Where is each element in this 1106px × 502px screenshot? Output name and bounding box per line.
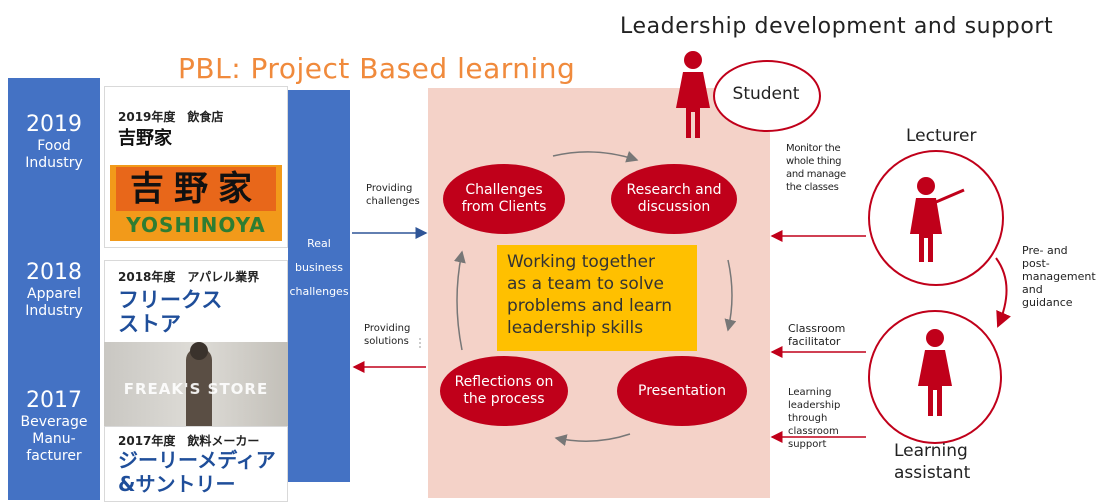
industry-label: Apparel — [27, 286, 81, 302]
client-name-line: &サントリー — [118, 472, 236, 496]
client-card-beverage: 2017年度 飲料メーカー ジーリーメディア &サントリー — [104, 426, 288, 502]
providing-challenges-label: Providing challenges — [366, 183, 420, 207]
student-label: Student — [732, 84, 800, 104]
client-name-line: フリークス — [118, 288, 223, 312]
client-name-line: ジーリーメディア — [118, 448, 276, 472]
year-2018: 2018 Apparel Industry — [8, 260, 100, 320]
industry-label: Beverage — [20, 414, 88, 430]
logo-kanji: 吉野家 — [116, 167, 276, 211]
industry-label: Food — [37, 138, 71, 154]
student-bubble — [713, 60, 821, 132]
client-card-yoshinoya: 2019年度 飲食店 吉野家 吉野家 YOSHINOYA — [104, 86, 288, 248]
learning-support-note: Learning leadership through classroom su… — [788, 387, 841, 450]
year-2017: 2017 Beverage Manu- facturer — [8, 388, 100, 465]
challenges-oval: Challenges from Clients — [443, 164, 565, 234]
client-year-text: 2018年度 アパレル業界 — [118, 270, 260, 284]
client-name-line: ストア — [118, 312, 181, 336]
lecturer-label: Lecturer — [906, 126, 977, 146]
assistant-label: Learning assistant — [894, 441, 971, 483]
client-year-text: 2017年度 飲料メーカー — [118, 434, 260, 448]
year-label: 2017 — [26, 388, 82, 413]
client-card-freaks-store: 2018年度 アパレル業界 フリークス ストア FREAK'S STORE — [104, 260, 288, 428]
cycle-arrow-left — [453, 250, 466, 351]
bar-text-line: challenges — [289, 285, 349, 298]
student-icon — [676, 51, 710, 138]
pbl-title: PBL: Project Based learning — [178, 52, 576, 85]
pre-post-note: Pre- and post- management and guidance — [1022, 244, 1096, 309]
industry-label: Industry — [25, 155, 83, 171]
client-name: 吉野家 — [118, 128, 172, 149]
lecturer-icon — [910, 177, 965, 262]
year-2019: 2019 Food Industry — [8, 112, 100, 172]
yoshinoya-logo: 吉野家 YOSHINOYA — [110, 165, 282, 241]
year-label: 2019 — [26, 112, 82, 137]
year-column: 2019 Food Industry 2018 Apparel Industry… — [8, 78, 100, 500]
cycle-arrow-bottom — [554, 433, 631, 447]
photo-brand-text: FREAK'S STORE — [123, 380, 269, 398]
providing-solutions-label: Providing solutions — [364, 323, 411, 347]
client-cards: 2019年度 飲食店 吉野家 吉野家 YOSHINOYA 2018年度 アパレル… — [104, 86, 288, 502]
real-business-challenges-bar: Real business challenges — [288, 90, 350, 482]
year-label: 2018 — [26, 260, 82, 285]
research-oval: Research and discussion — [611, 164, 737, 234]
lecturer-note: Monitor the whole thing and manage the c… — [786, 143, 846, 193]
person-head — [190, 342, 208, 360]
facilitator-note: Classroom facilitator — [788, 322, 846, 348]
industry-label: Manu- — [32, 431, 76, 447]
bar-text-line: business — [295, 261, 343, 274]
freaks-store-photo: FREAK'S STORE — [104, 342, 288, 428]
person-figure — [186, 348, 212, 428]
center-text-box: Working together as a team to solve prob… — [497, 245, 697, 351]
cycle-arrow-top — [552, 150, 639, 163]
cycle-arrow-right — [724, 259, 737, 332]
presentation-oval: Presentation — [617, 356, 747, 426]
client-year-text: 2019年度 飲食店 — [118, 110, 224, 124]
assistant-icon — [918, 329, 952, 416]
logo-latin: YOSHINOYA — [126, 213, 266, 237]
pre-post-arrow — [995, 257, 1011, 328]
industry-label: facturer — [26, 448, 82, 464]
leadership-title: Leadership development and support — [620, 14, 1054, 39]
bar-text-line: Real — [307, 237, 331, 250]
reflections-oval: Reflections on the process — [440, 356, 568, 426]
industry-label: Industry — [25, 303, 83, 319]
